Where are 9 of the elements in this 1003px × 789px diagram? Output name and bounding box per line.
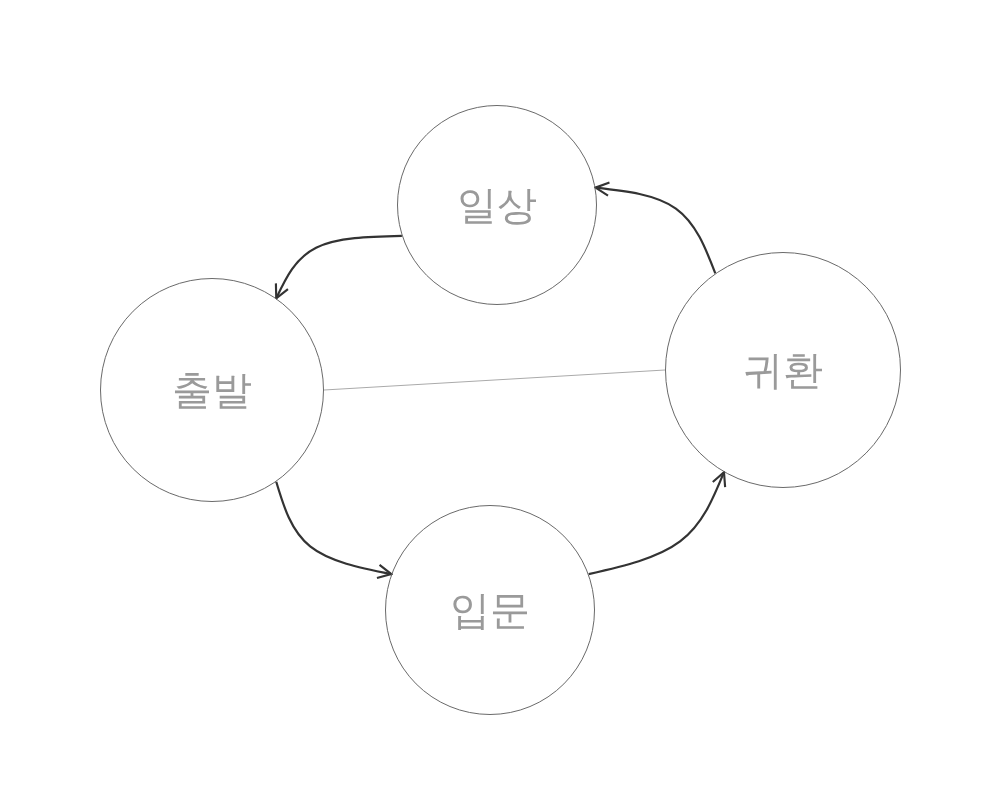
stage-label: 귀환 xyxy=(743,345,823,395)
curved-arrow xyxy=(274,234,402,300)
curved-arrow xyxy=(275,481,393,580)
stage-label: 입문 xyxy=(450,585,530,635)
stage-label: 출발 xyxy=(172,365,252,415)
curved-arrow xyxy=(594,181,717,274)
stage-label: 일상 xyxy=(457,180,537,230)
connector-line xyxy=(323,369,666,391)
curved-arrow xyxy=(588,471,727,576)
